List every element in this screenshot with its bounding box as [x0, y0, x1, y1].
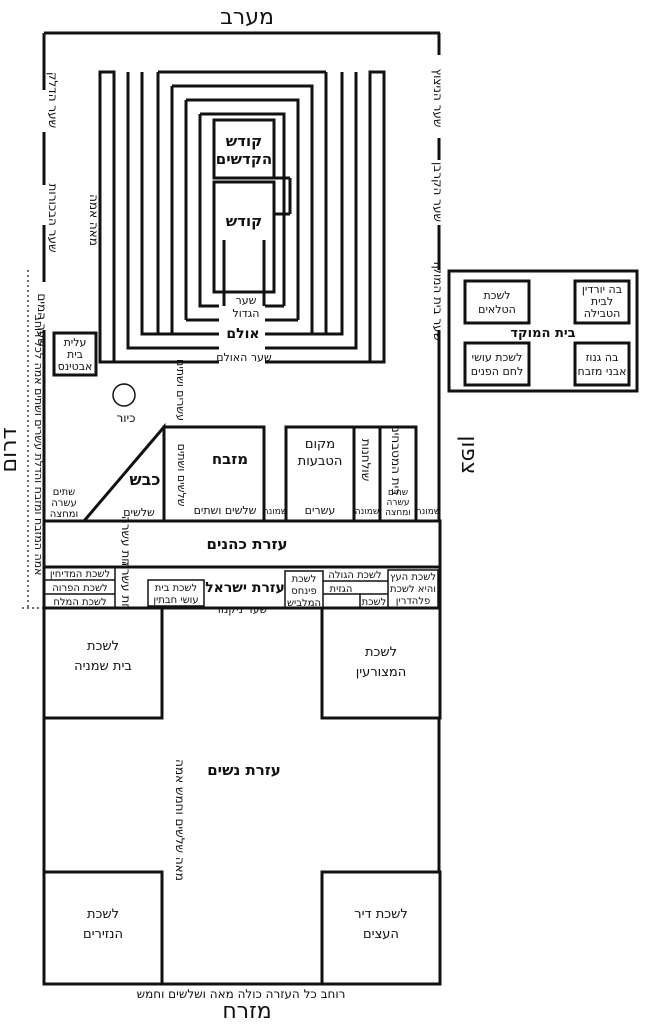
stones-label-2: אבני מזבח [578, 365, 627, 378]
rings-width-label: עשרים [305, 504, 336, 517]
mikve-label-1: בה יורדין [582, 283, 622, 296]
dir-label-2: העצים [363, 927, 399, 942]
avtinas-room [52, 331, 98, 377]
north-gate-korban-label: שער הקרבן [431, 162, 445, 222]
holy-of-holies-label-2: הקדשים [216, 150, 272, 168]
holy-of-holies-label-1: קודש [226, 132, 262, 150]
lechem-label-2: לחם הפנים [471, 365, 523, 378]
north-gate-nitzotz-label: שער הניצוץ [431, 69, 445, 128]
telaim-label-2: הטלאים [478, 303, 516, 316]
mikve-label-2: לבית [591, 295, 613, 308]
shemanim-label-1: לשכת [87, 639, 119, 654]
eitz-label-3: פלהדרין [396, 596, 431, 607]
parva-label: לשכת הפרוה [52, 583, 108, 594]
ulam-label: אולם [226, 326, 259, 342]
south-gate-1-label: שער הדלק [46, 72, 60, 128]
avtinas-label-2: בית [67, 348, 83, 361]
shemanim-chamber [42, 606, 164, 720]
eitz-label-1: לשכת העץ [390, 572, 436, 583]
great-gate-label-2: הגדול [233, 307, 260, 320]
lechem-label-1: לשכת עושי [472, 351, 523, 364]
pinchas-label-3: המלביש [287, 598, 321, 609]
hagazit-label: הגזית [330, 584, 353, 595]
slaughter-size-label: ומחצה [385, 508, 411, 518]
lishka-label: לשכת [362, 597, 387, 608]
slaughter-size-label-1: שתים [388, 488, 408, 498]
altar-height-label: שלשים ושתים [175, 444, 188, 507]
avtinas-label-1: עלית [64, 336, 87, 349]
melach-label: לשכת המלח [53, 597, 106, 608]
women-court-dimension-label: מאה שלשים וחמש אמה [173, 759, 187, 881]
pinchas-label-1: לשכת [292, 574, 317, 585]
gap-eight-2-label: שמונה [355, 507, 379, 517]
stones-chamber [573, 341, 631, 387]
moked-title: בית המוקד [510, 326, 575, 341]
rings-label-1: מקום [305, 437, 335, 452]
dir-chamber [320, 870, 442, 986]
avtinas-label-3: אבטינס [58, 360, 93, 373]
telaim-chamber [463, 279, 531, 325]
priests-court-label: עזרת כהנים [207, 535, 288, 553]
ramp-length-label: שלשים [123, 506, 155, 519]
shemanim-label-2: בית שמניה [74, 659, 132, 674]
ramp-label: כבש [130, 470, 161, 489]
sanctuary-walls [98, 70, 386, 364]
direction-south: דרום [0, 427, 22, 472]
ramp-side-label: ומחצה [50, 509, 79, 520]
nikanor-gate-label: שער ניקנור [215, 603, 268, 616]
metzoraim-label-2: המצורעין [356, 665, 407, 680]
altar-area [44, 422, 440, 523]
lechem-chamber [463, 341, 531, 387]
ramp-side-label-2: עשרה [51, 498, 77, 509]
tables-label: שולחנות [359, 439, 373, 481]
stones-label-1: בה גנוז [586, 351, 619, 364]
south-dotted-label: אמה המזבח ומזבח והדלת עשרים ושתים אמה לכ… [32, 315, 45, 576]
chavitin-label-1: לשכת בית [155, 583, 197, 594]
south-gate-3-label: שער המים [35, 293, 49, 346]
direction-east: מזרח [222, 999, 271, 1024]
laver-circle [112, 383, 136, 407]
gap-eight-1-label: שמונה [263, 507, 287, 517]
nezirim-label-1: לשכת [87, 907, 119, 922]
altar-distance-label: עשרים ושתים [174, 359, 187, 421]
dir-label-1: לשכת דיר [354, 907, 408, 922]
metzoraim-label-1: לשכת [365, 645, 397, 660]
rings-label-2: הטבעות [298, 454, 343, 469]
laver-label: כיור [116, 411, 135, 425]
nezirim-label-2: הנזירים [83, 927, 123, 942]
direction-west: מערב [220, 5, 274, 30]
direction-north: צפון [456, 436, 481, 475]
holy-label: קודש [226, 212, 262, 230]
israel-court [42, 565, 442, 610]
hundred-cubits-label: מאה אמה [87, 194, 101, 246]
south-gate-2-label: שער הבכורות [46, 184, 60, 253]
hagola-label: לשכת הגולה [328, 570, 381, 581]
madichin-label: לשכת המדיחין [50, 569, 110, 580]
chavitin-label-2: עושי חבתין [153, 595, 198, 606]
telaim-label-1: לשכת [483, 289, 510, 302]
altar-width-label: שלשים ושתים [194, 504, 257, 517]
great-gate-label-1: שער [236, 294, 257, 307]
gap-eight-3-label: שמונה [416, 507, 440, 517]
israel-court-label: עזרת ישראל [205, 580, 285, 596]
altar-label: מזבח [212, 450, 248, 468]
women-court-label: עזרת נשים [207, 761, 281, 779]
israel-eleven-label: אחת עשרה [119, 561, 133, 619]
mikve-chamber [573, 279, 631, 325]
pinchas-label-2: פינחס [291, 586, 317, 597]
slaughter-house-label: בית המטבחים [389, 425, 403, 496]
eitz-label-2: והיא לשכת [390, 584, 436, 595]
priests-court [42, 519, 442, 569]
slaughter-size-label-2: עשרה [387, 498, 410, 508]
ramp-side-label-1: שתים [53, 487, 76, 498]
north-gate-moked-label: שער בית המוקד [431, 259, 445, 341]
ulam-gate-label: שער האולם [216, 351, 272, 364]
bottom-caption: רוחב כל העזרה כולה מאה ושלשים וחמש [137, 987, 346, 1001]
priests-court-eleven-label: אחת עשרה [119, 516, 133, 574]
metzoraim-chamber [320, 606, 442, 720]
holy-of-holies [212, 118, 276, 180]
nezirim-chamber [42, 870, 164, 986]
mikve-label-3: הטבילה [584, 307, 621, 320]
